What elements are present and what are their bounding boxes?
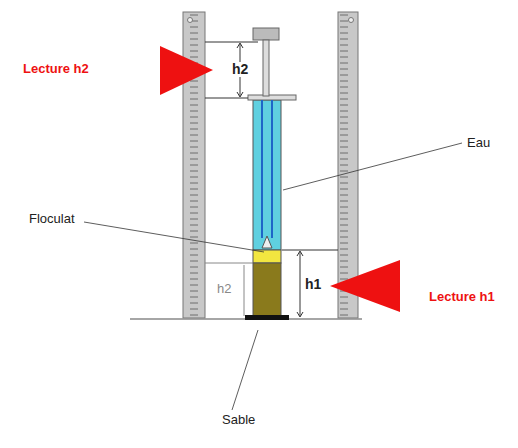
right-ruler bbox=[338, 12, 358, 318]
red-pointer bbox=[160, 46, 213, 95]
red-pointer bbox=[330, 260, 400, 312]
piston bbox=[253, 28, 279, 248]
leader-lines bbox=[84, 143, 462, 410]
reading-label: Lecture h1 bbox=[428, 290, 496, 304]
dimension-label: h2 bbox=[231, 62, 249, 77]
dimension-label: h2 bbox=[216, 282, 232, 296]
part-label: Sable bbox=[221, 413, 256, 427]
part-label: Eau bbox=[466, 136, 491, 150]
left-ruler bbox=[183, 12, 205, 318]
part-label: Floculat bbox=[28, 212, 76, 226]
reading-label: Lecture h2 bbox=[22, 62, 90, 76]
h1-dimension bbox=[282, 250, 338, 317]
dimension-label: h1 bbox=[304, 277, 322, 292]
graduated-cylinder bbox=[245, 95, 296, 320]
h2-sand-dimension bbox=[205, 263, 253, 316]
